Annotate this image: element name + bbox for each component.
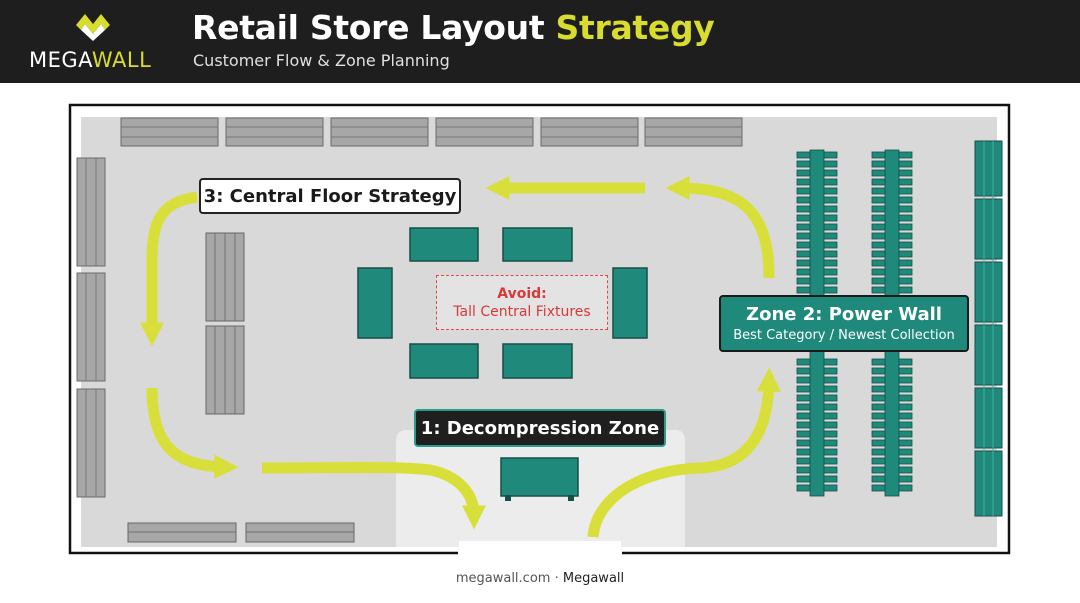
title-main: Retail Store Layout [192, 8, 545, 47]
power-wall-sublabel: Best Category / Newest Collection [733, 328, 955, 343]
header-bar: MEGAWALL Retail Store Layout Strategy Cu… [0, 0, 1080, 83]
top-wall-shelves [120, 117, 743, 147]
flow-arrow-entry-right [587, 367, 781, 538]
central-floor-label: 3: Central Floor Strategy [199, 178, 461, 214]
title-accent: Strategy [555, 8, 715, 47]
flow-arrow-left-down [146, 387, 239, 479]
avoid-label: Avoid: [497, 285, 547, 302]
decompression-zone-label: 1: Decompression Zone [414, 409, 666, 447]
avoid-callout: Avoid: Tall Central Fixtures [436, 275, 608, 330]
logo-wordmark: MEGAWALL [29, 48, 152, 72]
central-tables [357, 227, 648, 379]
flow-arrow-top-left [139, 191, 198, 347]
store-wall [68, 103, 1011, 555]
store-entrance [459, 541, 621, 555]
entrance-display-table [500, 457, 579, 501]
right-wall-shelves [974, 140, 1003, 517]
page-subtitle: Customer Flow & Zone Planning [193, 51, 450, 70]
power-wall-callout: Zone 2: Power Wall Best Category / Newes… [719, 295, 969, 352]
page-title: Retail Store Layout Strategy [192, 8, 715, 47]
footer-separator: · [554, 571, 559, 586]
megawall-logo-icon [76, 14, 110, 41]
footer-credit: megawall.com · Megawall [0, 571, 1080, 586]
left-wall-shelves [76, 157, 106, 498]
flow-arrow-bottom [261, 462, 487, 530]
footer-site: megawall.com [455, 571, 551, 586]
footer-brand: Megawall [562, 571, 625, 586]
flow-arrow-up-right [665, 175, 775, 279]
power-wall-label: Zone 2: Power Wall [746, 304, 942, 325]
avoid-sublabel: Tall Central Fixtures [453, 303, 591, 320]
power-wall-gondola-2 [871, 149, 913, 497]
